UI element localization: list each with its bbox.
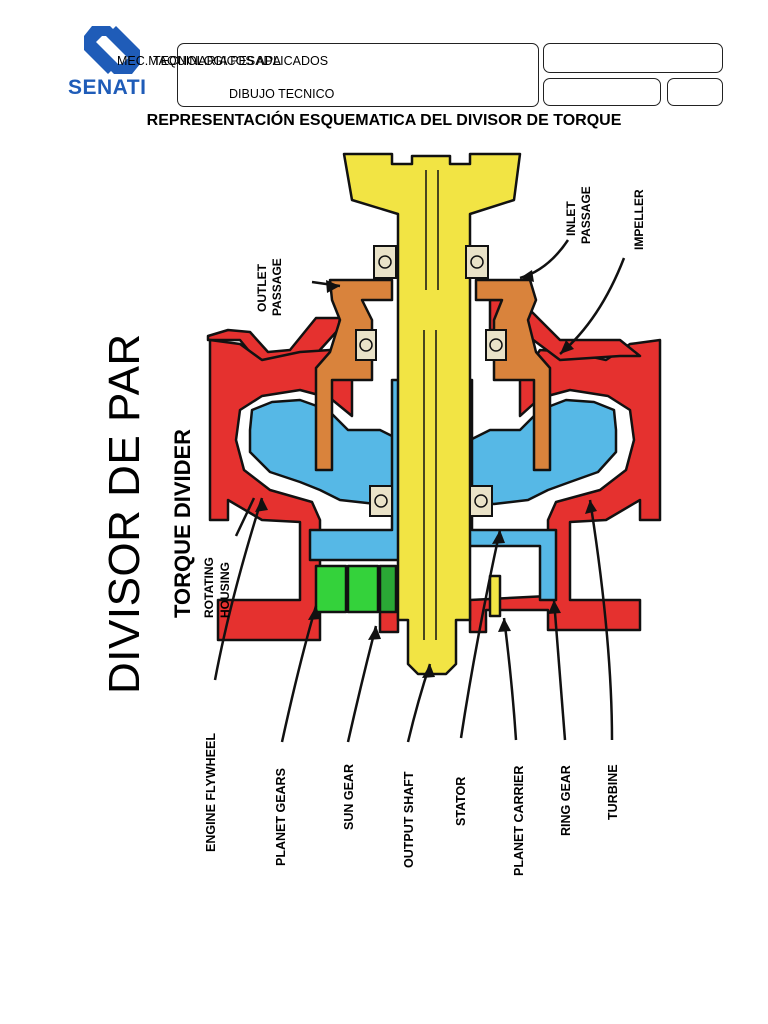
label-inlet-2: PASSAGE <box>579 186 593 244</box>
header-topic: DIBUJO TECNICO <box>229 87 335 101</box>
label-stator: STATOR <box>454 776 468 826</box>
label-ring-gear: RING GEAR <box>559 765 573 836</box>
bearing-mid-left <box>355 329 377 361</box>
label-planet-carrier: PLANET CARRIER <box>512 765 526 876</box>
label-output-shaft: OUTPUT SHAFT <box>402 771 416 868</box>
label-inlet-1: INLET <box>564 201 578 236</box>
label-sun-gear: SUN GEAR <box>342 764 356 830</box>
header-specialty: MEC.MAQUINARIA PESADA <box>117 54 281 68</box>
planet-carrier-pin <box>488 574 502 618</box>
label-engine-flywheel: ENGINE FLYWHEEL <box>204 733 218 852</box>
senati-logo-icon <box>84 26 140 74</box>
bearing-top-left <box>373 245 397 279</box>
planet-gear-left <box>314 564 348 614</box>
header-field-1 <box>543 43 723 73</box>
figure-main-title: DIVISOR DE PAR <box>100 333 149 694</box>
turbine-right-hub <box>452 378 558 602</box>
label-outlet-1: OUTLET <box>255 264 269 312</box>
page-title: REPRESENTACIÓN ESQUEMATICA DEL DIVISOR D… <box>146 112 622 129</box>
header-subject: TECNOLOGICOS APLICADOS <box>153 54 329 68</box>
stator-left <box>314 278 394 472</box>
label-rotating-2: HOUSING <box>218 561 232 618</box>
bearing-mid-right <box>485 329 507 361</box>
bearing-top-right <box>465 245 489 279</box>
label-impeller: IMPELLER <box>632 189 646 250</box>
header-info-box <box>177 43 539 107</box>
label-planet-gears: PLANET GEARS <box>274 768 288 866</box>
planet-gear-mid <box>346 564 380 614</box>
stator-right <box>474 278 552 472</box>
header-field-2 <box>543 78 661 106</box>
label-turbine: TURBINE <box>606 764 620 820</box>
sun-gear <box>378 564 398 614</box>
logo-text: SENATI <box>68 76 147 99</box>
figure-subtitle: TORQUE DIVIDER <box>170 428 195 618</box>
label-rotating-1: ROTATING <box>202 557 216 618</box>
bearing-low-left <box>369 485 393 517</box>
header-field-3 <box>667 78 723 106</box>
output-shaft <box>342 152 522 676</box>
bearing-low-right <box>469 485 493 517</box>
label-outlet-2: PASSAGE <box>270 258 284 316</box>
